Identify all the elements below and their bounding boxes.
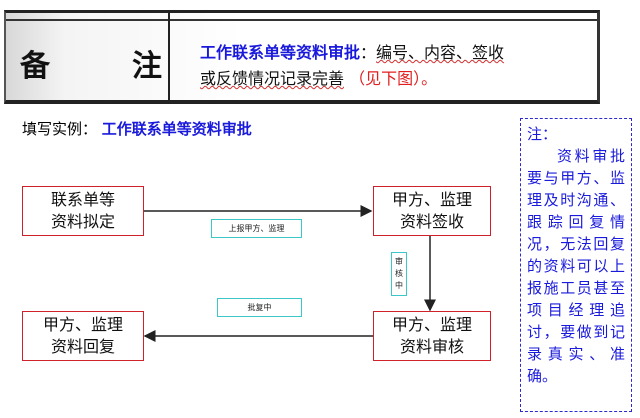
note-box: 注： 资料审批要与甲方、监理及时沟通、跟踪回复情况，无法回复的资料可以上报施工员…	[520, 118, 632, 412]
example-prefix: 填写实例：	[22, 120, 98, 138]
note-body: 资料审批要与甲方、监理及时沟通、跟踪回复情况，无法回复的资料可以上报施工员甚至项…	[527, 147, 625, 385]
remarks-ref: （见下图）	[349, 69, 422, 88]
label-review: 审核中	[391, 252, 407, 296]
example-heading: 填写实例： 工作联系单等资料审批	[22, 118, 252, 139]
remarks-sep: ：	[360, 43, 377, 62]
flow-box-draft: 联系单等资料拟定	[22, 186, 144, 236]
flow-box-review: 甲方、监理资料审核	[373, 311, 491, 361]
example-title: 工作联系单等资料审批	[101, 120, 252, 138]
flow-box-reply: 甲方、监理资料回复	[22, 311, 144, 361]
remarks-table: 备 注	[4, 10, 600, 104]
remarks-end: 。	[421, 69, 438, 88]
label-reply: 批复中	[217, 298, 302, 317]
remarks-text1: 编号、内容、签收	[376, 43, 505, 62]
remarks-label-1: 备	[20, 49, 50, 84]
remarks-text: 工作联系单等资料审批：编号、内容、签收 或反馈情况记录完善 （见下图）。	[200, 40, 504, 92]
remarks-highlight: 工作联系单等资料审批	[200, 43, 361, 62]
note-title: 注：	[527, 125, 558, 143]
remarks-label-2: 注	[132, 49, 162, 84]
label-report: 上报甲方、监理	[211, 219, 302, 238]
flow-box-receive: 甲方、监理资料签收	[373, 186, 491, 236]
remarks-text2: 或反馈情况记录完善	[200, 69, 345, 88]
